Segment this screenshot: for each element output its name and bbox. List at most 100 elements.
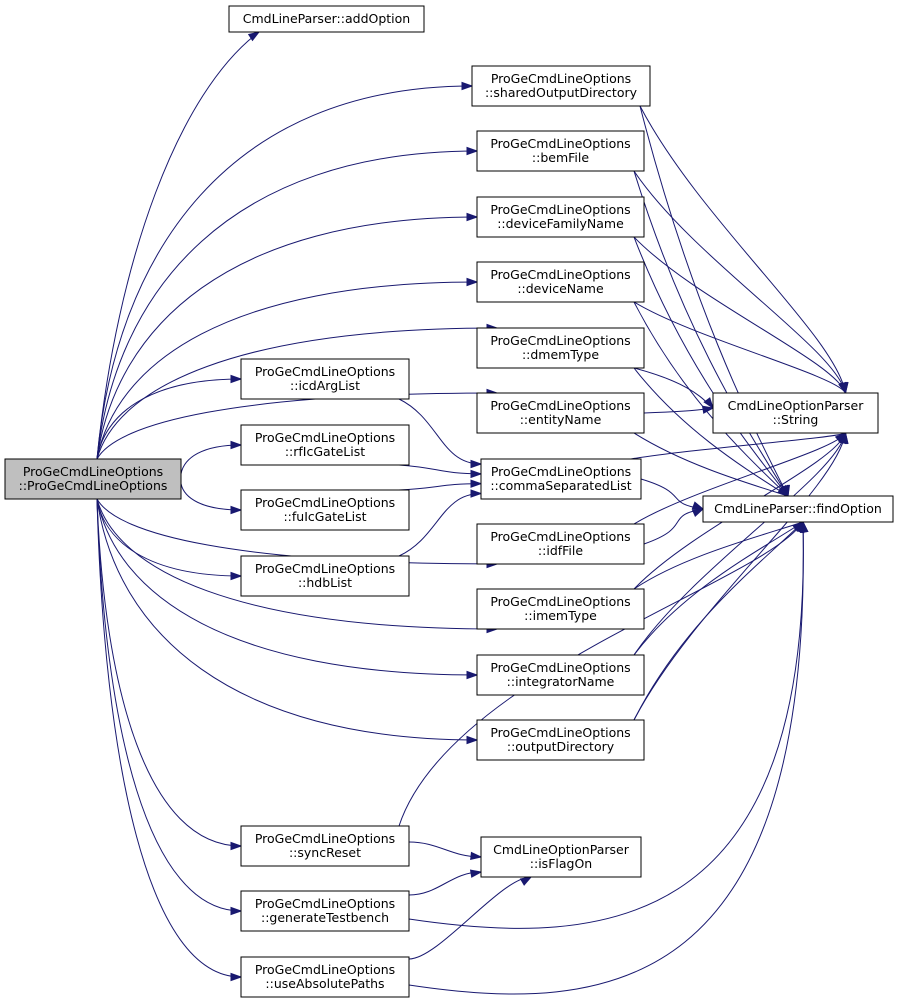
node-fu-ic-gate-list[interactable]: ProGeCmdLineOptions::fuIcGateList xyxy=(240,489,410,531)
edge-line xyxy=(633,170,846,394)
node-add-option[interactable]: CmdLineParser::addOption xyxy=(228,5,425,33)
node-label-line: ::integratorName xyxy=(507,674,615,689)
node-label-line: ProGeCmdLineOptions xyxy=(491,464,631,479)
node-box xyxy=(240,489,410,531)
edge-hdbList-to-commaSeparatedList xyxy=(398,489,483,557)
edge-line xyxy=(643,508,704,545)
node-box xyxy=(476,719,645,761)
edge-layer xyxy=(96,31,849,995)
node-box xyxy=(240,825,410,867)
node-box xyxy=(240,424,410,466)
edge-outputDirectory-to-String xyxy=(633,431,849,721)
node-box xyxy=(476,130,645,172)
node-output-directory[interactable]: ProGeCmdLineOptions::outputDirectory xyxy=(476,719,645,761)
node-label-line: ProGeCmdLineOptions xyxy=(255,364,395,379)
edge-root-to-useAbsolutePaths xyxy=(96,498,243,982)
edge-deviceFamilyName-to-String xyxy=(633,236,848,395)
node-label-line: ::ProGeCmdLineOptions xyxy=(19,478,168,493)
edge-integratorName-to-findOption xyxy=(633,520,804,656)
node-comma-separated-list[interactable]: ProGeCmdLineOptions::commaSeparatedList xyxy=(480,458,642,500)
arrowhead-icon xyxy=(230,906,243,916)
node-icd-arg-list[interactable]: ProGeCmdLineOptions::icdArgList xyxy=(240,358,410,400)
node-idf-file[interactable]: ProGeCmdLineOptions::idfFile xyxy=(476,523,645,565)
node-dmem-type[interactable]: ProGeCmdLineOptions::dmemType xyxy=(476,327,645,369)
edge-line xyxy=(96,31,260,460)
edge-line xyxy=(633,432,846,721)
edge-line xyxy=(633,432,789,497)
node-box xyxy=(228,5,425,33)
edge-line xyxy=(633,236,789,497)
edge-fuIcGateList-to-commaSeparatedList xyxy=(398,479,483,491)
edge-root-to-outputDirectory xyxy=(96,498,479,745)
edge-line xyxy=(633,236,846,394)
node--string[interactable]: CmdLineOptionParser::String xyxy=(712,392,879,434)
node-label-line: ProGeCmdLineOptions xyxy=(490,136,630,151)
node-label-line: ::syncReset xyxy=(289,845,361,860)
node-label-line: ::sharedOutputDirectory xyxy=(485,85,638,100)
node-label-line: ::isFlagOn xyxy=(530,856,592,871)
edge-line xyxy=(633,170,789,497)
edge-useAbsolutePaths-to-isFlagOn xyxy=(408,876,533,960)
node-label-line: ProGeCmdLineOptions xyxy=(491,71,631,86)
arrowhead-icon xyxy=(470,479,483,488)
edge-root-to-icdArgList xyxy=(96,374,243,460)
node-is-flag-on[interactable]: CmdLineOptionParser::isFlagOn xyxy=(480,836,642,878)
node-label-line: ::useAbsolutePaths xyxy=(265,976,384,991)
node-label-line: ProGeCmdLineOptions xyxy=(255,561,395,576)
node-bem-file[interactable]: ProGeCmdLineOptions::bemFile xyxy=(476,130,645,172)
node-label-line: ::outputDirectory xyxy=(507,739,615,754)
edge-line xyxy=(398,483,482,491)
edge-line xyxy=(96,498,478,676)
node-label-line: CmdLineParser::addOption xyxy=(243,11,410,26)
node-shared-output-directory[interactable]: ProGeCmdLineOptions::sharedOutputDirecto… xyxy=(471,65,651,107)
node-label-line: ProGeCmdLineOptions xyxy=(255,495,395,510)
edge-root-to-addOption xyxy=(96,31,261,460)
arrowhead-icon xyxy=(800,520,809,533)
edge-commaSeparatedList-to-findOption xyxy=(640,478,705,510)
edge-line xyxy=(640,478,704,510)
edge-line xyxy=(180,444,242,474)
edge-line xyxy=(96,85,473,460)
edge-line xyxy=(408,871,482,896)
node-box xyxy=(471,65,651,107)
arrowhead-icon xyxy=(519,876,533,886)
edge-line xyxy=(96,281,478,460)
arrowhead-icon xyxy=(701,405,715,414)
arrowhead-icon xyxy=(469,869,483,878)
node-label-line: CmdLineParser::findOption xyxy=(714,501,882,516)
node-use-absolute-paths[interactable]: ProGeCmdLineOptions::useAbsolutePaths xyxy=(240,956,410,998)
node-rf-ic-gate-list[interactable]: ProGeCmdLineOptions::rfIcGateList xyxy=(240,424,410,466)
node-integrator-name[interactable]: ProGeCmdLineOptions::integratorName xyxy=(476,654,645,696)
node-generate-testbench[interactable]: ProGeCmdLineOptions::generateTestbench xyxy=(240,890,410,932)
node-box xyxy=(476,392,645,434)
edge-entityName-to-findOption xyxy=(633,432,790,497)
node-label-line: ProGeCmdLineOptions xyxy=(255,896,395,911)
arrowhead-icon xyxy=(703,397,714,410)
node-sync-reset[interactable]: ProGeCmdLineOptions::syncReset xyxy=(240,825,410,867)
node-label-line: ::entityName xyxy=(520,412,602,427)
edge-line xyxy=(96,327,498,460)
node-root[interactable]: ProGeCmdLineOptions::ProGeCmdLineOptions xyxy=(4,458,182,500)
node-entity-name[interactable]: ProGeCmdLineOptions::entityName xyxy=(476,392,645,434)
node-imem-type[interactable]: ProGeCmdLineOptions::imemType xyxy=(476,588,645,630)
edge-line xyxy=(630,432,846,460)
edge-entityName-to-String xyxy=(643,405,715,414)
edge-root-to-fuIcGateList xyxy=(180,483,243,515)
node-label-line: ::idfFile xyxy=(538,543,583,558)
edge-line xyxy=(408,521,804,929)
edge-syncReset-to-isFlagOn xyxy=(408,841,483,861)
node-device-family-name[interactable]: ProGeCmdLineOptions::deviceFamilyName xyxy=(476,196,645,238)
node-find-option[interactable]: CmdLineParser::findOption xyxy=(702,495,894,523)
edge-root-to-deviceName xyxy=(96,277,479,460)
edge-icdArgList-to-commaSeparatedList xyxy=(398,398,483,469)
node-device-name[interactable]: ProGeCmdLineOptions::deviceName xyxy=(476,261,645,303)
arrowhead-icon xyxy=(230,440,243,450)
edge-line xyxy=(96,498,498,630)
edge-sharedOutputDirectory-to-findOption xyxy=(639,105,791,498)
arrowhead-icon xyxy=(466,670,479,680)
edge-integratorName-to-String xyxy=(633,431,849,656)
node-box xyxy=(240,555,410,597)
arrowhead-icon xyxy=(466,146,479,156)
node-hdb-list[interactable]: ProGeCmdLineOptions::hdbList xyxy=(240,555,410,597)
node-label-line: ProGeCmdLineOptions xyxy=(23,464,163,479)
